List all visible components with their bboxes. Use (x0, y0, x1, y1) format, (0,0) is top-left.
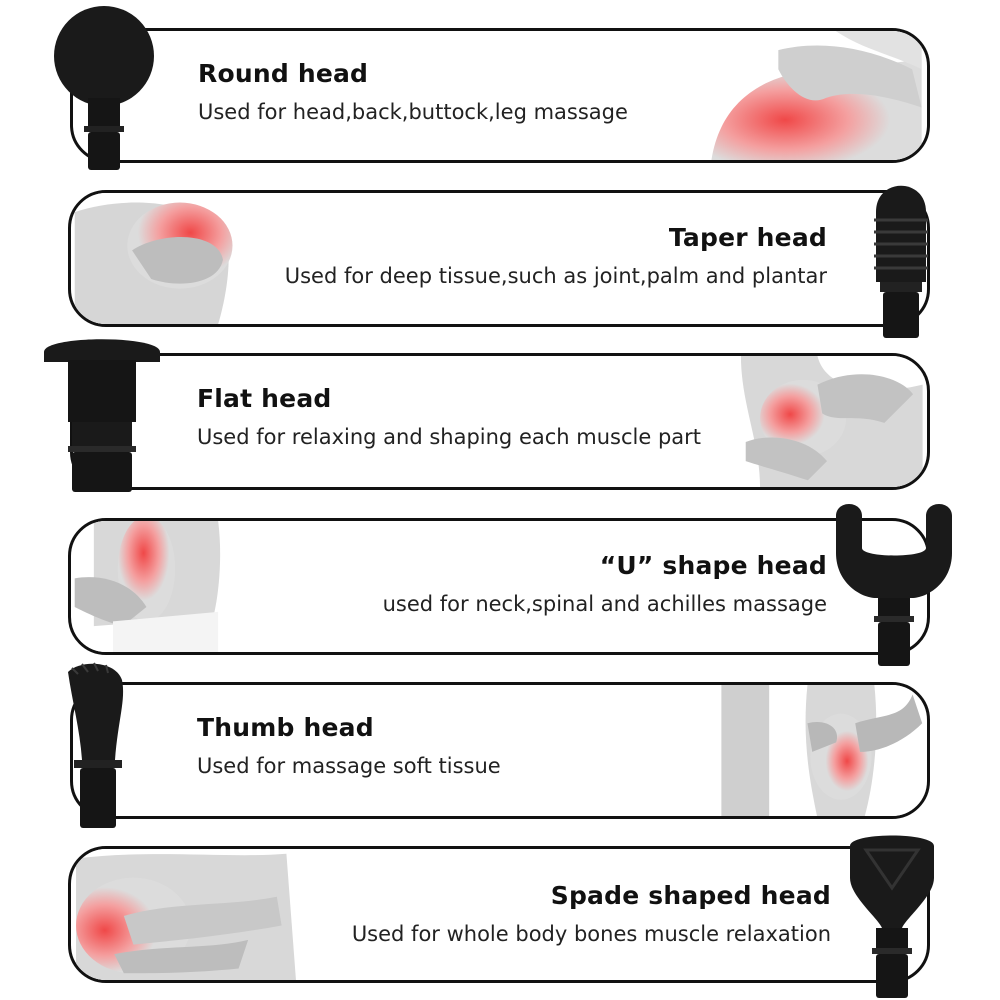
knee-photo (727, 356, 927, 487)
row-thumb-head: Thumb head Used for massage soft tissue (0, 660, 1000, 830)
title-flat-head: Flat head (197, 384, 332, 413)
card-flat-head: Flat head Used for relaxing and shaping … (70, 353, 930, 490)
title-taper-head: Taper head (668, 223, 827, 252)
desc-spade-head: Used for whole body bones muscle relaxat… (351, 922, 831, 946)
row-flat-head: Flat head Used for relaxing and shaping … (0, 335, 1000, 500)
card-thumb-head: Thumb head Used for massage soft tissue (70, 682, 930, 819)
card-spade-head: Spade shaped head Used for whole body bo… (68, 846, 930, 983)
row-u-shape-head: “U” shape head used for neck,spinal and … (0, 498, 1000, 668)
row-taper-head: Taper head Used for deep tissue,such as … (0, 170, 1000, 340)
spade-head-icon (846, 828, 938, 1000)
desc-taper-head: Used for deep tissue,such as joint,palm … (284, 264, 827, 288)
desc-thumb-head: Used for massage soft tissue (197, 754, 501, 778)
title-spade-head: Spade shaped head (550, 881, 831, 910)
title-thumb-head: Thumb head (197, 713, 374, 742)
shoulder-photo (687, 31, 927, 160)
text-spade-head: Spade shaped head Used for whole body bo… (352, 881, 831, 946)
text-u-shape-head: “U” shape head used for neck,spinal and … (383, 551, 827, 616)
row-round-head: Round head Used for head,back,buttock,le… (0, 0, 1000, 170)
flat-head-icon (42, 330, 162, 495)
title-u-shape-head: “U” shape head (599, 551, 827, 580)
elbow-photo (71, 849, 301, 980)
card-taper-head: Taper head Used for deep tissue,such as … (68, 190, 930, 327)
card-u-shape-head: “U” shape head used for neck,spinal and … (68, 518, 930, 655)
desc-u-shape-head: used for neck,spinal and achilles massag… (382, 592, 827, 616)
round-head-icon (52, 6, 156, 171)
text-flat-head: Flat head Used for relaxing and shaping … (197, 384, 701, 449)
text-round-head: Round head Used for head,back,buttock,le… (198, 59, 628, 124)
shoulder-photo-left (71, 193, 241, 324)
back-photo (71, 521, 241, 652)
desc-flat-head: Used for relaxing and shaping each muscl… (197, 425, 702, 449)
title-round-head: Round head (198, 59, 369, 88)
card-round-head: Round head Used for head,back,buttock,le… (70, 28, 930, 163)
text-thumb-head: Thumb head Used for massage soft tissue (197, 713, 501, 778)
text-taper-head: Taper head Used for deep tissue,such as … (285, 223, 827, 288)
taper-head-icon (866, 172, 936, 340)
thumb-head-icon (60, 660, 135, 830)
u-shape-head-icon (832, 498, 956, 668)
row-spade-head: Spade shaped head Used for whole body bo… (0, 828, 1000, 1000)
desc-round-head: Used for head,back,buttock,leg massage (198, 100, 628, 124)
calf-photo (707, 685, 927, 816)
